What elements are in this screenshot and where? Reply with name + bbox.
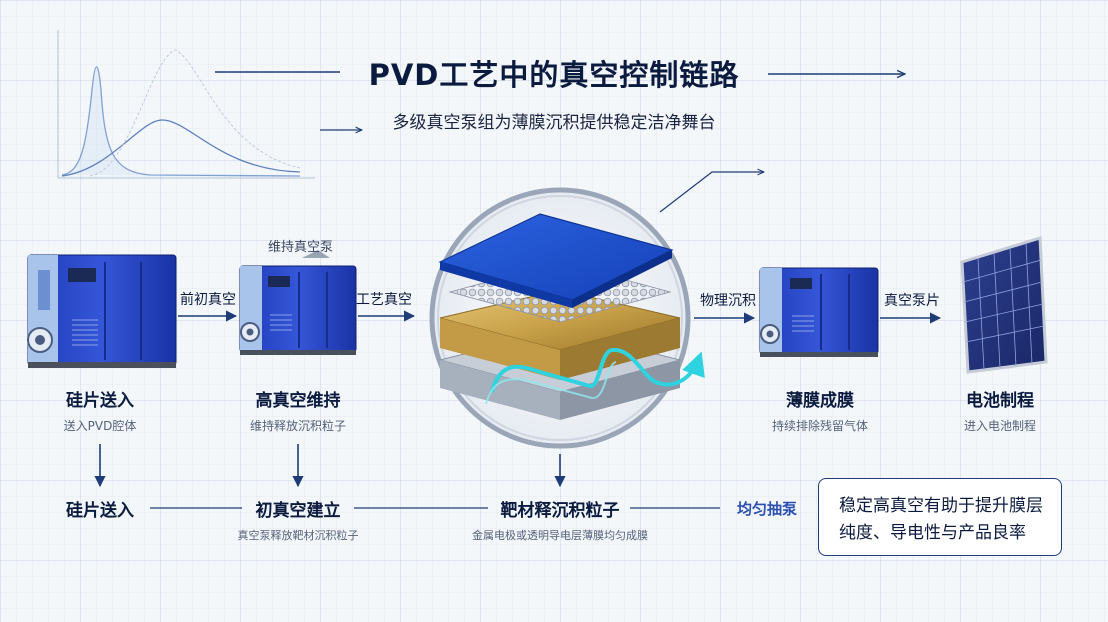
stage-title: 硅片送入 (66, 391, 134, 411)
bottom-stage-target-deposition: 靶材释沉积粒子 金属电极或透明导电层薄膜均匀成膜 (460, 496, 660, 543)
note-line-1: 稳定高真空有助于提升膜层 (839, 496, 1043, 516)
stage-title: 电池制程 (966, 391, 1034, 411)
stage-desc: 送入PVD腔体 (63, 419, 137, 433)
arrow-label-physical-deposition: 物理沉积 (700, 293, 756, 309)
stage-title: 靶材释沉积粒子 (500, 501, 620, 521)
stage-title: 硅片送入 (66, 501, 134, 521)
note-line-2: 纯度、导电性与产品良率 (839, 523, 1026, 543)
page-title: PVD工艺中的真空控制链路 (368, 58, 740, 92)
pvd-chamber-illustration (429, 187, 705, 449)
page-subtitle: 多级真空泵组为薄膜沉积提供稳定洁净舞台 (392, 113, 716, 133)
bottom-end-label: 均匀抽泵 (736, 500, 797, 518)
pump-icon-2 (239, 250, 357, 355)
pump-icon-3 (759, 267, 879, 357)
solar-panel-icon (960, 235, 1048, 374)
bottom-stage-wafer-in: 硅片送入 (40, 496, 160, 521)
bottom-stage-rough-vacuum: 初真空建立 真空泵释放靶材沉积粒子 (218, 496, 378, 543)
stage-desc: 真空泵释放靶材沉积粒子 (237, 529, 359, 542)
stage-desc: 进入电池制程 (963, 419, 1036, 433)
stage-cell-process: 电池制程 进入电池制程 (930, 386, 1070, 434)
stage-film-forming: 薄膜成膜 持续排除残留气体 (750, 386, 890, 434)
stage-desc: 持续排除残留气体 (771, 419, 868, 433)
stage-desc: 金属电极或透明导电层薄膜均匀成膜 (472, 529, 648, 542)
stage-high-vacuum: 高真空维持 维持释放沉积粒子 (228, 386, 368, 434)
pump-icon-1 (27, 254, 177, 368)
stage-wafer-in: 硅片送入 送入PVD腔体 (30, 386, 170, 434)
arrow-label-vacuum-pump: 真空泵片 (884, 293, 940, 309)
stage-title: 薄膜成膜 (786, 391, 854, 411)
arrow-label-rough-vacuum: 前初真空 (180, 292, 236, 308)
arrow-label-process-vacuum: 工艺真空 (356, 292, 412, 308)
maintain-pump-label: 维持真空泵 (268, 240, 334, 255)
stage-title: 初真空建立 (255, 501, 341, 521)
stage-desc: 维持释放沉积粒子 (249, 419, 346, 433)
stage-title: 高真空维持 (255, 391, 341, 411)
note-box: 稳定高真空有助于提升膜层 纯度、导电性与产品良率 (818, 478, 1062, 556)
